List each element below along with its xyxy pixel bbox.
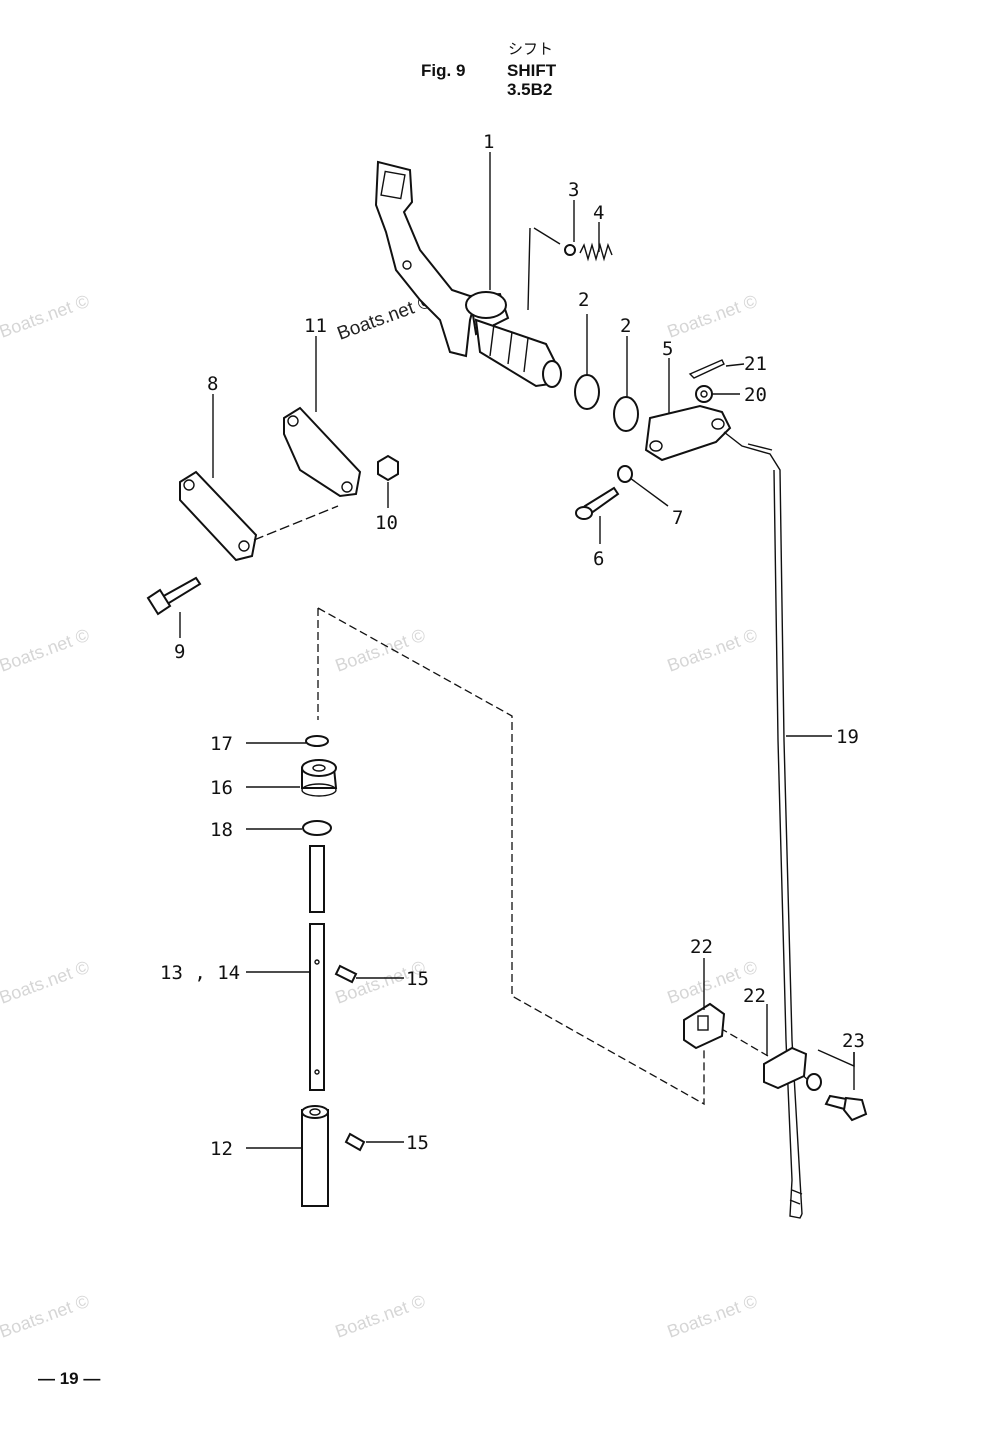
callout-16: 16 (210, 777, 233, 799)
callout-18: 18 (210, 819, 233, 841)
watermark: Boats.net © (665, 291, 760, 342)
callout-12: 12 (210, 1138, 233, 1160)
callout-5: 5 (662, 338, 673, 360)
callout-17: 17 (210, 733, 233, 755)
o-ring-part-2b (613, 396, 639, 432)
callout-15a: 15 (406, 968, 429, 990)
detent-ball-part-3 (564, 244, 576, 256)
shift-lever-part-1 (374, 160, 562, 388)
nut-part-10 (377, 454, 399, 482)
watermark: Boats.net © (0, 625, 92, 676)
dashed-assembly-path (317, 607, 705, 1106)
washer-part-20 (695, 385, 713, 403)
callout-2a: 2 (578, 289, 589, 311)
dashed-assembly-line (253, 505, 339, 541)
callout-2b: 2 (620, 315, 631, 337)
model-code: 3.5B2 (507, 80, 553, 99)
connector-part-22a (683, 1002, 726, 1050)
callout-6: 6 (593, 548, 604, 570)
callout-9: 9 (174, 641, 185, 663)
callout-21: 21 (744, 353, 767, 375)
callout-20: 20 (744, 384, 767, 406)
watermark: Boats.net © (333, 625, 428, 676)
o-ring-part-17 (305, 735, 329, 747)
watermark: Boats.net © (0, 957, 92, 1008)
leader-ball (527, 227, 561, 311)
shift-rod-part-19 (723, 431, 803, 1219)
o-ring-part-18 (302, 820, 332, 836)
callout-1: 1 (483, 131, 494, 153)
callout-8: 8 (207, 373, 218, 395)
callout-10: 10 (375, 512, 398, 534)
callout-22b: 22 (743, 985, 766, 1007)
dashed-assembly-path-2 (719, 1027, 769, 1057)
shift-rod-part-14 (309, 923, 325, 1091)
pin-part-15b (344, 1132, 366, 1152)
callout-7: 7 (672, 507, 683, 529)
washer-part-23 (806, 1073, 822, 1091)
callout-22a: 22 (690, 936, 713, 958)
shift-rod-part-12 (301, 1105, 329, 1207)
callout-leaders (179, 152, 855, 1149)
watermark: Boats.net © (0, 1291, 92, 1342)
o-ring-part-2a (574, 374, 600, 410)
cotter-pin-part-21 (688, 359, 725, 379)
washer-part-7 (617, 465, 633, 483)
shift-arm-part-5 (644, 404, 732, 462)
watermark: Boats.net © (333, 1291, 428, 1342)
callout-23: 23 (842, 1030, 865, 1052)
gasket-part-8 (179, 470, 258, 562)
japanese-title: シフト (508, 40, 554, 58)
callout-15b: 15 (406, 1132, 429, 1154)
shift-rod-part-13 (309, 845, 325, 913)
pin-part-15a (334, 964, 358, 984)
watermark: Boats.net © (665, 625, 760, 676)
bolt-part-23 (824, 1094, 868, 1122)
screw-part-6 (575, 486, 620, 520)
connector-part-22b (763, 1046, 808, 1090)
page-number: — 19 — (38, 1369, 101, 1388)
callout-19: 19 (836, 726, 859, 748)
callout-4: 4 (593, 202, 604, 224)
callout-13-14: 13 , 14 (160, 962, 240, 984)
callout-labels: 1 2 2 3 4 5 6 7 8 9 10 11 12 13 , 14 15 … (160, 131, 865, 1160)
grommet-part-16 (301, 759, 338, 797)
figure-title: SHIFT (507, 61, 557, 80)
figure-label: Fig. 9 (421, 61, 466, 80)
plate-part-11 (283, 406, 362, 498)
watermark: Boats.net © (0, 291, 92, 342)
bolt-part-9 (146, 576, 202, 616)
detent-spring-part-4 (579, 242, 613, 262)
watermark: Boats.net © (665, 1291, 760, 1342)
callout-3: 3 (568, 179, 579, 201)
callout-11: 11 (304, 315, 327, 337)
